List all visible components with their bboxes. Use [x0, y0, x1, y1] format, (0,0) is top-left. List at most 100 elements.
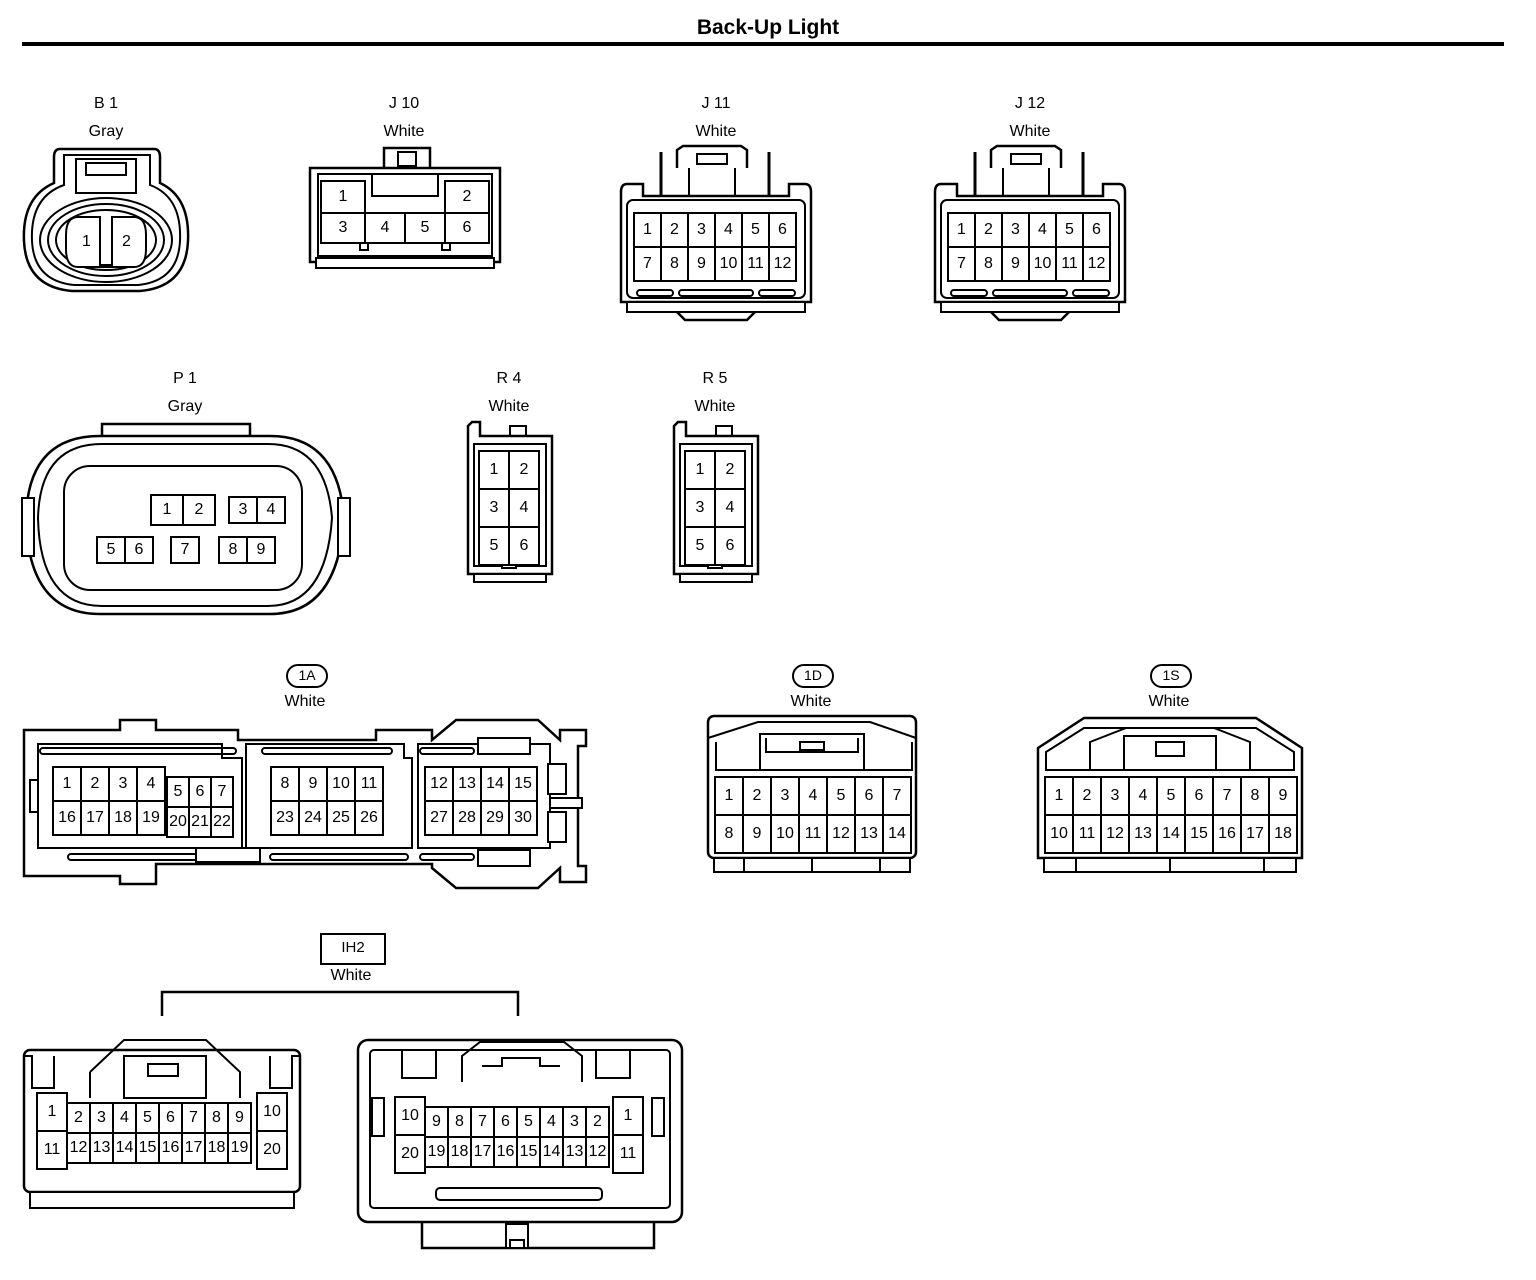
- ih2-left-pin: 15: [135, 1132, 160, 1164]
- r4-pin: 4: [508, 488, 540, 528]
- ih2-right-pin: 10: [394, 1096, 426, 1136]
- ih2-left-pin: 13: [89, 1132, 114, 1164]
- title-rule: [22, 42, 1504, 46]
- j11-pin: 4: [714, 212, 743, 248]
- ih2-right-pin: 13: [562, 1136, 587, 1168]
- ih2-left-pin: 10: [256, 1092, 288, 1132]
- j11-pin: 2: [660, 212, 689, 248]
- c1a-pin: 18: [108, 800, 138, 836]
- j10-pin: 5: [404, 212, 446, 244]
- c1a-pin: 28: [452, 800, 482, 836]
- c1d-pin: 8: [714, 814, 744, 854]
- ih2-left-pin: 8: [204, 1102, 229, 1134]
- r5-pin: 2: [714, 450, 746, 490]
- c1a-pin: 20: [166, 806, 190, 838]
- c1s-pin: 8: [1240, 776, 1270, 816]
- ih2-left-pin: 9: [227, 1102, 252, 1134]
- j11-id-label: J 11: [701, 95, 731, 112]
- j11-pin: 9: [687, 246, 716, 282]
- b1-id-label: B 1: [93, 95, 118, 112]
- c1s-color-label: White: [1148, 693, 1190, 710]
- c1a-color-label: White: [284, 693, 326, 710]
- c1s-id-badge: 1S: [1150, 664, 1192, 688]
- c1a-pin: 16: [52, 800, 82, 836]
- ih2-id-box: IH2: [320, 933, 386, 965]
- r4-pin: 2: [508, 450, 540, 490]
- c1a-pin: 24: [298, 800, 328, 836]
- r4-pin: 1: [478, 450, 510, 490]
- ih2-left-pin: 12: [66, 1132, 91, 1164]
- c1s-pin: 2: [1072, 776, 1102, 816]
- j11-pin: 11: [741, 246, 770, 282]
- c1a-pin: 14: [480, 766, 510, 802]
- c1a-pin: 6: [188, 776, 212, 808]
- page-title: Back-Up Light: [696, 16, 840, 39]
- j10-pin: 1: [320, 180, 366, 214]
- p1-color-label: Gray: [167, 398, 203, 415]
- c1s-pin: 15: [1184, 814, 1214, 854]
- c1a-pin: 15: [508, 766, 538, 802]
- c1a-pin: 4: [136, 766, 166, 802]
- c1a-pin: 13: [452, 766, 482, 802]
- r4-id-label: R 4: [496, 370, 522, 387]
- ih2-left-pin: 1: [36, 1092, 68, 1132]
- ih2-right-pin: 6: [493, 1106, 518, 1138]
- j10-color-label: White: [383, 123, 425, 140]
- p1-pin: 4: [256, 496, 286, 524]
- c1a-pin: 5: [166, 776, 190, 808]
- j12-pin: 7: [947, 246, 976, 282]
- r4-color-label: White: [488, 398, 530, 415]
- j12-color-label: White: [1009, 123, 1051, 140]
- c1a-pin: 8: [270, 766, 300, 802]
- j11-pin: 6: [768, 212, 797, 248]
- c1s-pin: 4: [1128, 776, 1158, 816]
- r5-id-label: R 5: [702, 370, 728, 387]
- c1d-pin: 7: [882, 776, 912, 816]
- ih2-right-pin: 14: [539, 1136, 564, 1168]
- c1d-pin: 6: [854, 776, 884, 816]
- j10-pin: 4: [364, 212, 406, 244]
- j12-pin: 4: [1028, 212, 1057, 248]
- b1-color-label: Gray: [88, 123, 124, 140]
- c1s-pin: 17: [1240, 814, 1270, 854]
- ih2-left-pin: 20: [256, 1130, 288, 1170]
- j10-pin: 2: [444, 180, 490, 214]
- c1a-pin: 19: [136, 800, 166, 836]
- j12-id-label: J 12: [1014, 95, 1046, 112]
- ih2-left-pin: 14: [112, 1132, 137, 1164]
- j12-pin: 2: [974, 212, 1003, 248]
- j12-pin: 10: [1028, 246, 1057, 282]
- ih2-right-pin: 11: [612, 1134, 644, 1174]
- j10-pin: 3: [320, 212, 366, 244]
- ih2-left-pin: 6: [158, 1102, 183, 1134]
- j11-pin: 3: [687, 212, 716, 248]
- j12-pin: 11: [1055, 246, 1084, 282]
- c1s-pin: 1: [1044, 776, 1074, 816]
- ih2-left-pin: 7: [181, 1102, 206, 1134]
- c1a-pin: 1: [52, 766, 82, 802]
- p1-pin: 5: [96, 536, 126, 564]
- c1s-pin: 12: [1100, 814, 1130, 854]
- r5-pin: 5: [684, 526, 716, 566]
- c1a-pin: 10: [326, 766, 356, 802]
- c1a-pin: 27: [424, 800, 454, 836]
- ih2-right-pin: 9: [424, 1106, 449, 1138]
- ih2-left-pin: 18: [204, 1132, 229, 1164]
- ih2-right-pin: 18: [447, 1136, 472, 1168]
- ih2-right-pin: 20: [394, 1134, 426, 1174]
- c1s-pin: 13: [1128, 814, 1158, 854]
- p1-pin: 1: [150, 494, 184, 526]
- connector-b1-housing: 1 2: [22, 147, 190, 293]
- c1a-pin: 7: [210, 776, 234, 808]
- c1d-pin: 12: [826, 814, 856, 854]
- ih2-left-pin: 2: [66, 1102, 91, 1134]
- c1d-pin: 4: [798, 776, 828, 816]
- ih2-left-pin: 5: [135, 1102, 160, 1134]
- c1d-pin: 10: [770, 814, 800, 854]
- c1s-pin: 18: [1268, 814, 1298, 854]
